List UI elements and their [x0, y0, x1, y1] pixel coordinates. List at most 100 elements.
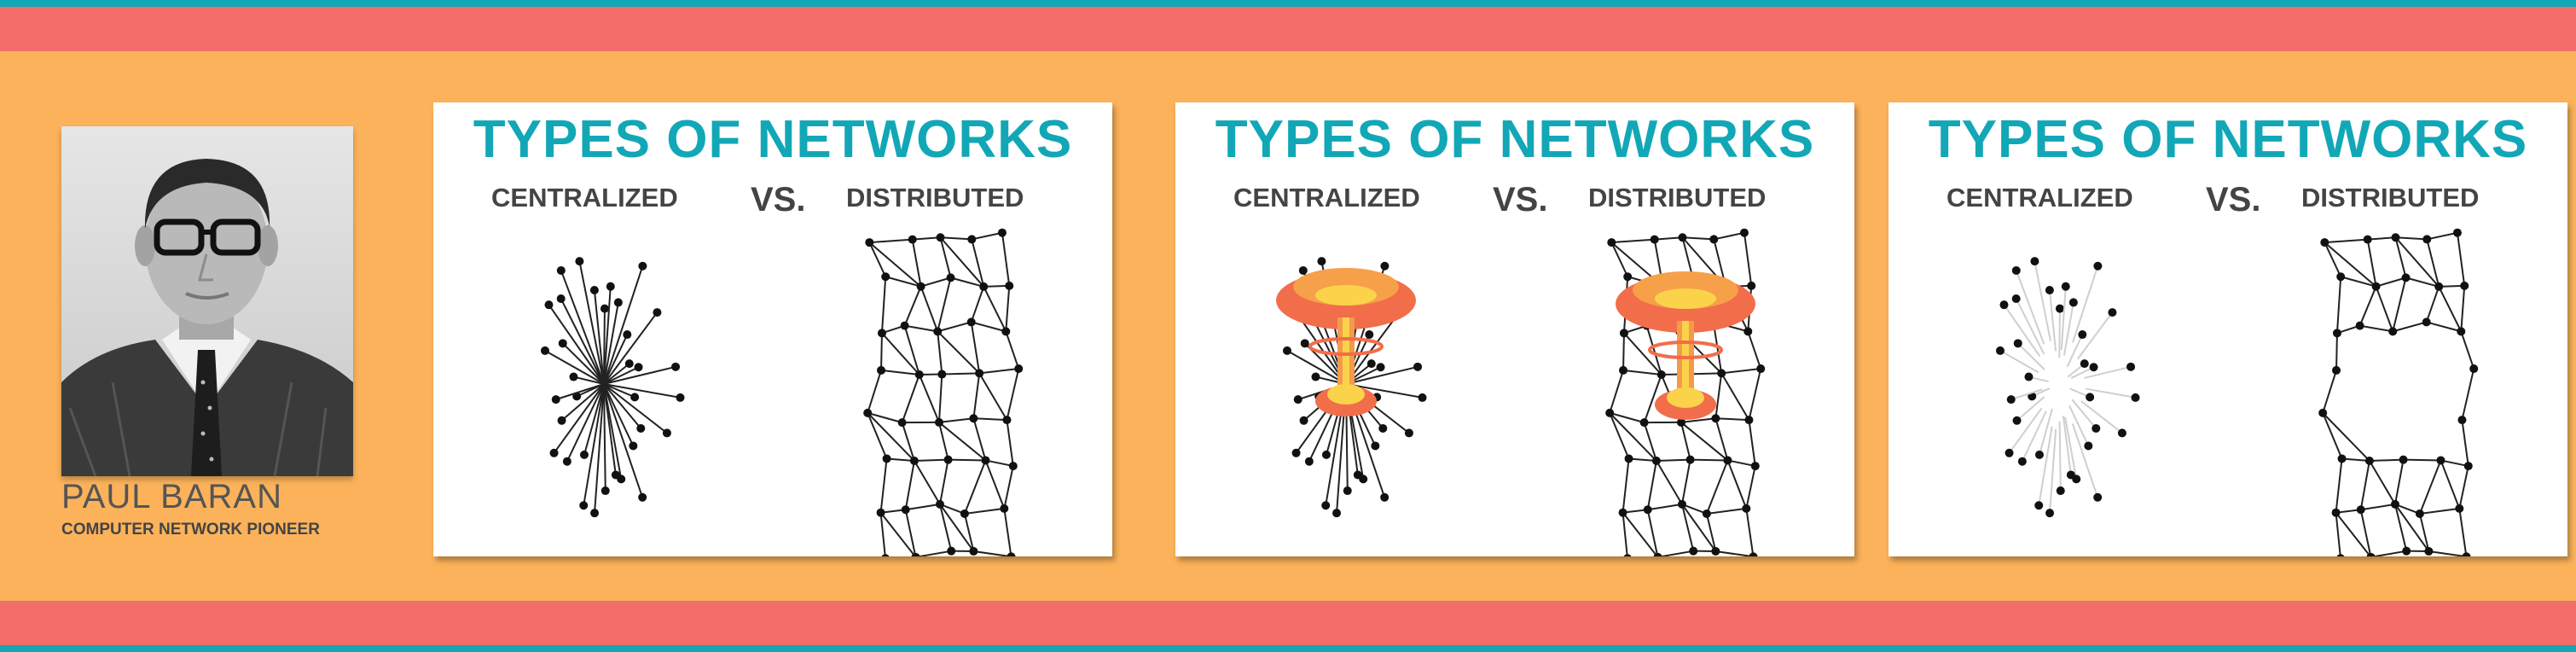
network-node [1605, 408, 1615, 417]
mesh-link [885, 276, 921, 288]
mesh-link [2418, 513, 2430, 552]
spoke-line [2071, 423, 2099, 498]
network-node [1014, 364, 1024, 374]
mesh-link [1680, 459, 1691, 505]
network-node [2024, 372, 2034, 381]
mesh-link [2440, 459, 2469, 468]
mesh-link [879, 512, 886, 556]
mesh-link [1646, 460, 1657, 510]
network-node [2332, 365, 2341, 375]
mesh-link [972, 417, 987, 461]
network-node [1332, 509, 1342, 518]
spoke-line [2064, 416, 2078, 480]
mushroom-cloud-icon [1276, 268, 1416, 416]
mesh-link [1681, 237, 1694, 278]
network-node [1739, 228, 1749, 237]
spoke-line [603, 365, 676, 385]
network-node [2017, 457, 2027, 466]
network-node [606, 282, 615, 291]
spoke-line [603, 383, 642, 429]
bottom-coral-stripe [0, 601, 2576, 645]
network-node [1742, 504, 1751, 513]
network-node [1404, 428, 1413, 438]
network-node [549, 448, 559, 457]
network-node [2030, 257, 2039, 266]
spoke-line [603, 383, 644, 498]
spoke-line [562, 342, 605, 385]
mesh-link [2359, 509, 2372, 556]
network-node [676, 393, 685, 402]
spoke-line [548, 304, 605, 385]
mesh-link [937, 277, 952, 332]
spoke-line [603, 383, 668, 434]
mesh-link [2392, 277, 2407, 332]
mesh-link [1622, 458, 1630, 513]
spoke-line [2039, 408, 2053, 456]
mesh-link [1610, 242, 1629, 277]
network-node [1639, 418, 1649, 428]
spoke-line [2077, 311, 2114, 360]
network-node [1371, 441, 1380, 451]
network-node [2401, 273, 2411, 282]
mesh-link [1628, 457, 1656, 462]
network-node [2455, 504, 2464, 513]
bottom-teal-stripe [0, 645, 2576, 652]
mesh-link [2438, 286, 2463, 332]
network-node [1000, 504, 1009, 513]
network-node [556, 294, 566, 304]
network-node [1380, 261, 1390, 271]
network-node [2402, 546, 2411, 556]
spoke-line [1345, 311, 1401, 385]
network-node [624, 359, 634, 369]
network-node [2086, 393, 2095, 402]
mesh-link [2460, 285, 2466, 332]
network-node [1300, 339, 1309, 348]
network-node [975, 369, 984, 378]
mesh-link [2324, 242, 2377, 288]
network-node [2011, 294, 2021, 304]
spoke-line [1345, 365, 1419, 385]
mesh-link [911, 239, 922, 287]
network-node [671, 362, 681, 371]
mesh-link [1745, 465, 1756, 509]
network-node [1723, 456, 1732, 465]
mesh-link [2460, 331, 2475, 370]
spoke-line [2034, 260, 2051, 341]
mesh-link [1727, 459, 1755, 468]
mesh-link [938, 417, 974, 423]
network-node [2415, 509, 2424, 518]
network-node [2366, 552, 2376, 556]
mesh-link [2335, 512, 2341, 556]
network-node [558, 339, 567, 348]
network-node [2422, 235, 2432, 244]
mesh-link [1715, 417, 1749, 422]
spoke-line [2060, 286, 2067, 351]
mesh-link [2322, 412, 2370, 462]
network-node [900, 321, 909, 330]
network-node [2390, 499, 2399, 509]
network-node [600, 304, 609, 313]
network-node [2093, 492, 2103, 502]
network-node [1685, 455, 1695, 464]
spoke-line [603, 286, 612, 385]
network-node [1717, 369, 1726, 378]
network-node [1293, 395, 1303, 405]
network-node [1311, 372, 1320, 381]
mesh-link [914, 460, 941, 505]
spoke-line [2071, 399, 2097, 429]
mesh-link [972, 231, 1003, 241]
mesh-link [1611, 238, 1655, 244]
network-node [2399, 455, 2408, 464]
mesh-link [1609, 370, 1624, 414]
centralized-network [540, 257, 685, 518]
mesh-link [1720, 372, 1750, 421]
mesh-link [2458, 508, 2468, 556]
network-node [2126, 362, 2136, 371]
network-node [569, 372, 578, 381]
spoke-line [593, 289, 605, 385]
network-node [997, 228, 1007, 237]
mesh-link [1643, 374, 1662, 423]
network-node [540, 346, 549, 355]
network-node [1413, 362, 1423, 371]
network-node [1650, 235, 1659, 244]
